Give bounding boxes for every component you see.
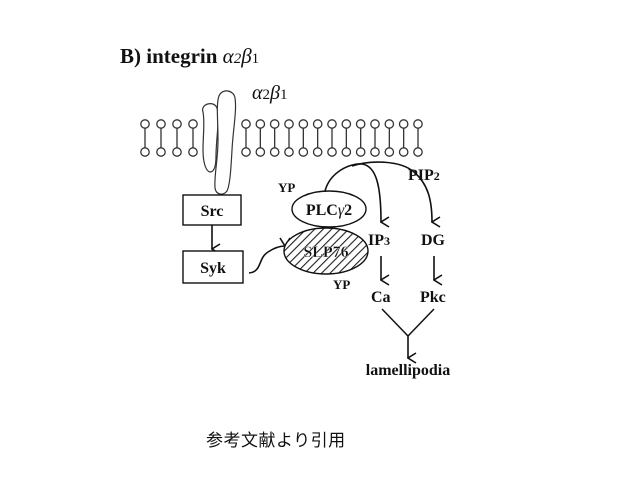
syk-node: Syk [182,250,244,284]
slp76-node: SLP76 [283,227,369,275]
syk-to-slp76-arrow [248,246,285,274]
cell-membrane [140,119,423,157]
yp-label-top: YP [278,180,295,195]
lipid-head [355,119,366,129]
lipid-head [398,119,409,129]
lipid-head [140,119,150,129]
lipid-head [341,119,352,129]
lipid [284,119,294,157]
lipid [241,119,251,157]
lipid-head [140,147,150,157]
lipid-head [327,147,337,157]
receptor-label: α2β1 [252,82,287,104]
lipid-head [284,147,294,157]
lipid [255,119,266,157]
integrin-alpha-subunit [202,103,219,173]
citation-caption: 参考文献より引用 [206,431,346,451]
lipid-head [413,119,423,129]
lipid [156,119,166,157]
dg-label: DG [421,232,446,249]
lipid [269,119,280,157]
lipid-head [413,147,423,157]
ca-label: Ca [371,289,391,306]
lipid-head [156,119,166,129]
lipid [327,119,337,157]
lipid-head [255,119,266,129]
svg-text:Syk: Syk [200,260,226,277]
lipid-head [312,119,323,129]
lipid [384,119,395,157]
lipid [298,119,309,157]
ip3-label: IP3 [368,232,390,249]
lipid [140,119,150,157]
pip2-label: PIP2 [408,167,440,184]
lipid [355,119,366,157]
lipid-head [327,119,337,129]
lipid-head [269,119,280,129]
lipid-head [188,119,198,129]
lipid-head [172,147,182,157]
ca-convergence-line [381,308,409,337]
lipid-head [370,147,380,157]
lipid-head [241,119,251,129]
svg-text:SLP76: SLP76 [303,244,348,261]
lipid [341,119,352,157]
src-node: Src [182,194,242,226]
lipid [172,119,182,157]
svg-text:PLCγ2: PLCγ2 [306,202,352,219]
lipid-head [370,119,380,129]
lipid-head [188,147,198,157]
lipid-head [241,147,251,157]
lipid-head [384,147,395,157]
pkc-convergence-line [407,308,435,337]
lipid-head [384,119,395,129]
lipid [413,119,423,157]
lipid-head [312,147,323,157]
panel-title: B) integrin α2β1 [120,44,259,68]
lipid-head [255,147,266,157]
lipid [398,119,409,157]
pkc-label: Pkc [420,289,446,306]
lipid-head [156,147,166,157]
svg-text:Src: Src [201,203,224,220]
lipid [188,119,198,157]
lipid [312,119,323,157]
plc-gamma2-node: PLCγ2 [291,190,367,228]
lipid [370,119,380,157]
lipid-head [269,147,280,157]
lipid-head [341,147,352,157]
lipid-head [355,147,366,157]
lipid-head [298,119,309,129]
yp-label-bottom: YP [333,277,350,292]
lipid-head [172,119,182,129]
plc-to-dg-arrow [351,161,432,222]
lipid-head [284,119,294,129]
lamellipodia-label: lamellipodia [366,362,450,379]
lipid-head [398,147,409,157]
lipid-head [298,147,309,157]
integrin-beta-subunit [214,90,237,195]
